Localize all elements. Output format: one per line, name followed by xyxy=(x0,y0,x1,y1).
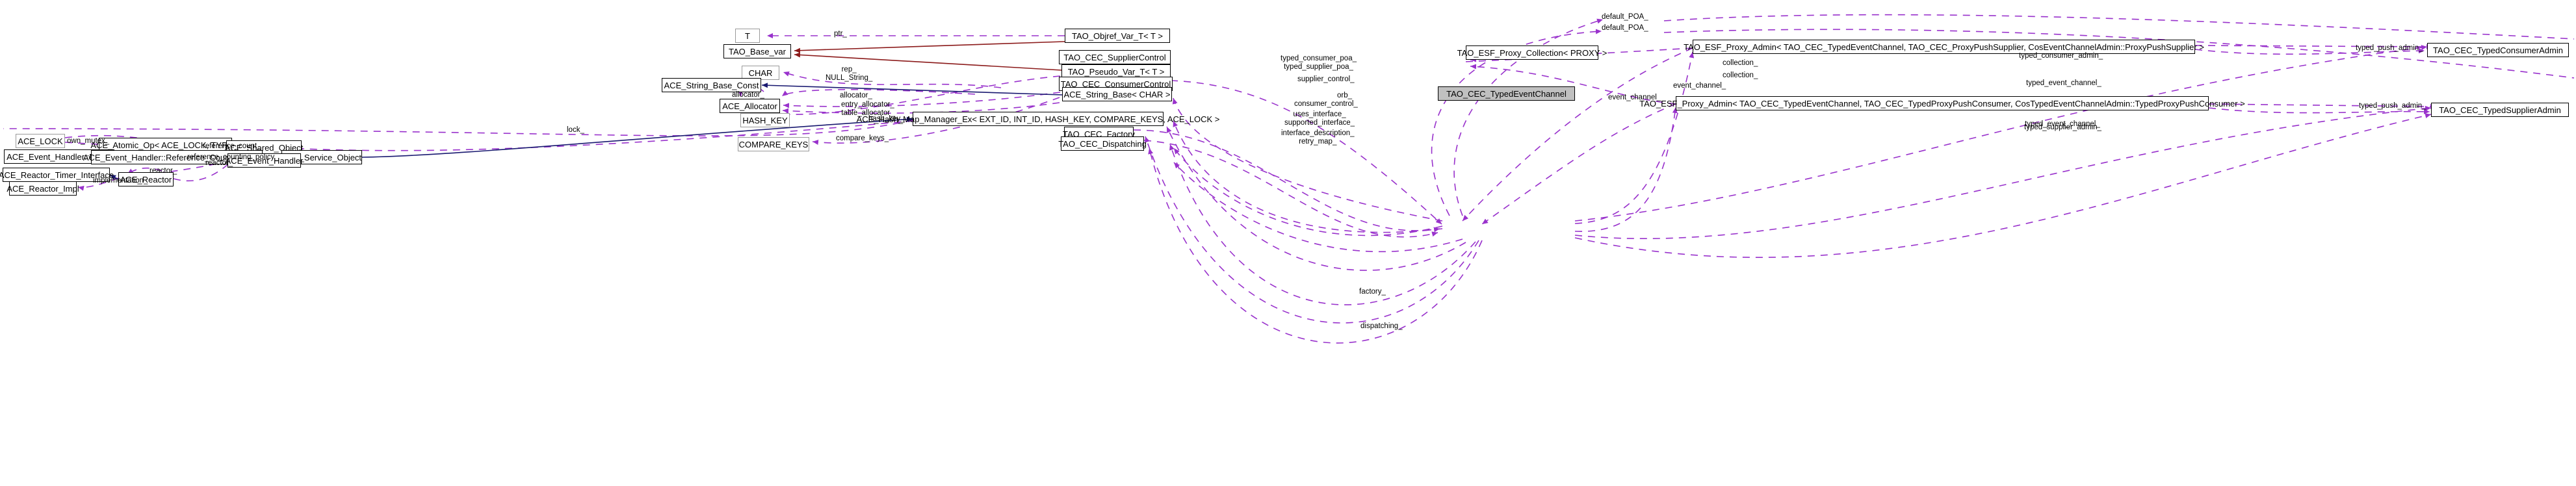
class-node-compare-keys[interactable]: COMPARE_KEYS xyxy=(738,137,809,151)
class-node-hash-key[interactable]: HASH_KEY xyxy=(740,113,790,127)
class-node-char[interactable]: CHAR xyxy=(742,66,779,80)
class-node-base-var[interactable]: TAO_Base_var xyxy=(723,44,791,58)
edge-label-ptr: ptr_ xyxy=(834,30,847,38)
class-node-typed-event-channel[interactable]: TAO_CEC_TypedEventChannel xyxy=(1438,86,1575,101)
class-node-cec-dispatching[interactable]: TAO_CEC_Dispatching xyxy=(1058,136,1147,151)
edge-label-iface-desc-retry: interface_description_ retry_map_ xyxy=(1281,129,1355,146)
class-node-eh-policy[interactable]: ACE_Event_Handler::Policy xyxy=(4,149,114,164)
class-node-typed-supplier-admin[interactable]: TAO_CEC_TypedSupplierAdmin xyxy=(2431,103,2569,117)
edge-label-supplier-control: supplier_control_ xyxy=(1297,75,1355,83)
class-node-objref-var[interactable]: TAO_Objref_Var_T< T > xyxy=(1065,29,1170,43)
edge-label-default-poa-1: default_POA_ xyxy=(1602,13,1648,21)
edge-label-reactor-edge: reactor_ xyxy=(205,159,233,167)
edge-label-compare-keys: compare_keys_ xyxy=(836,134,889,142)
class-node-service-object[interactable]: ACE_Service_Object xyxy=(281,150,362,164)
edge-label-allocator-2: allocator_ xyxy=(840,92,872,99)
edge-label-typed-push-admin-1: typed_push_admin_ xyxy=(2356,44,2423,52)
edge-label-event-channel-mid: event_channel_ xyxy=(1673,82,1726,90)
edge-label-collection-2: collection_ xyxy=(1723,71,1758,79)
edge-label-allocator-1: allocator_ xyxy=(732,91,764,99)
class-node-allocator[interactable]: ACE_Allocator xyxy=(720,99,780,113)
edge-label-typed-push-admin-2: typed_push_admin_ xyxy=(2359,102,2426,110)
edge-label-entry-table-alloc: entry_allocator_ table_allocator_ xyxy=(841,101,894,117)
edge-label-uses-iface: uses_interface_ supported_interface_ xyxy=(1284,110,1355,127)
edge-label-typed-supplier-admin-lbl: typed_supplier_admin_ xyxy=(2024,123,2101,131)
edge-label-reference-count: reference_count_ xyxy=(203,142,261,150)
class-node-esf-proxy-collection[interactable]: TAO_ESF_Proxy_Collection< PROXY > xyxy=(1457,45,1607,60)
class-node-esf-proxy-admin-push-supplier[interactable]: TAO_ESF_Proxy_Admin< TAO_CEC_TypedEventC… xyxy=(1684,40,2204,54)
class-node-typed-consumer-admin[interactable]: TAO_CEC_TypedConsumerAdmin xyxy=(2427,43,2569,57)
class-node-supplier-control[interactable]: TAO_CEC_SupplierControl xyxy=(1059,50,1171,64)
edge-label-own-mutex: own_mutex_ xyxy=(67,137,110,145)
class-node-esf-proxy-admin-push-consumer[interactable]: TAO_ESF_Proxy_Admin< TAO_CEC_TypedEventC… xyxy=(1639,96,2245,110)
edge-label-rep-null: rep_ NULL_String_ xyxy=(826,66,873,82)
edge-label-implementation: implementation_ xyxy=(93,177,148,185)
class-node-string-base-const[interactable]: ACE_String_Base_Const xyxy=(662,78,761,92)
edge-label-consumer-control: consumer_control_ xyxy=(1294,100,1358,108)
edge-label-reference-counting-policy: reference_counting_policy_ xyxy=(187,153,279,161)
edge-label-typed-consumer-admin-lbl: typed_consumer_admin_ xyxy=(2019,52,2103,60)
edge-label-event-channel-low: event_channel_ xyxy=(1608,94,1661,101)
class-node-atomic-op[interactable]: ACE_Atomic_Op< ACE_LOCK, TYPE > xyxy=(90,138,241,152)
edge-label-reactor-self: reactor_ xyxy=(150,167,177,175)
class-node-event-handler[interactable]: ACE_Event_Handler xyxy=(226,153,303,168)
edge-label-hash-key: hash_key_ xyxy=(868,115,905,123)
class-node-ace-lock[interactable]: ACE_LOCK xyxy=(16,134,65,148)
class-node-reactor-impl[interactable]: ACE_Reactor_Impl xyxy=(7,181,79,196)
class-node-string-base-char[interactable]: ACE_String_Base< CHAR > xyxy=(1062,87,1172,101)
edge-label-typed-consumer-poa: typed_consumer_poa_ typed_supplier_poa_ xyxy=(1281,55,1357,71)
edge-label-orb: orb_ xyxy=(1337,92,1353,99)
edge-label-typed-event-channel-2: typed_event_channel_ xyxy=(2025,120,2100,128)
edge-label-typed-event-channel-1: typed_event_channel_ xyxy=(2026,79,2101,87)
class-node-reactor[interactable]: ACE_Reactor xyxy=(118,172,174,186)
edge-label-dispatching: dispatching_ xyxy=(1360,322,1403,330)
edge-label-default-poa-2: default_POA_ xyxy=(1602,24,1648,32)
class-node-hash-map[interactable]: ACE_Hash_Map_Manager_Ex< EXT_ID, INT_ID,… xyxy=(857,112,1219,126)
edge-label-lock: lock_ xyxy=(567,126,584,134)
edge-label-collection-1: collection_ xyxy=(1723,59,1758,67)
edge-label-factory: factory_ xyxy=(1359,288,1386,296)
class-node-T[interactable]: T xyxy=(735,29,760,43)
